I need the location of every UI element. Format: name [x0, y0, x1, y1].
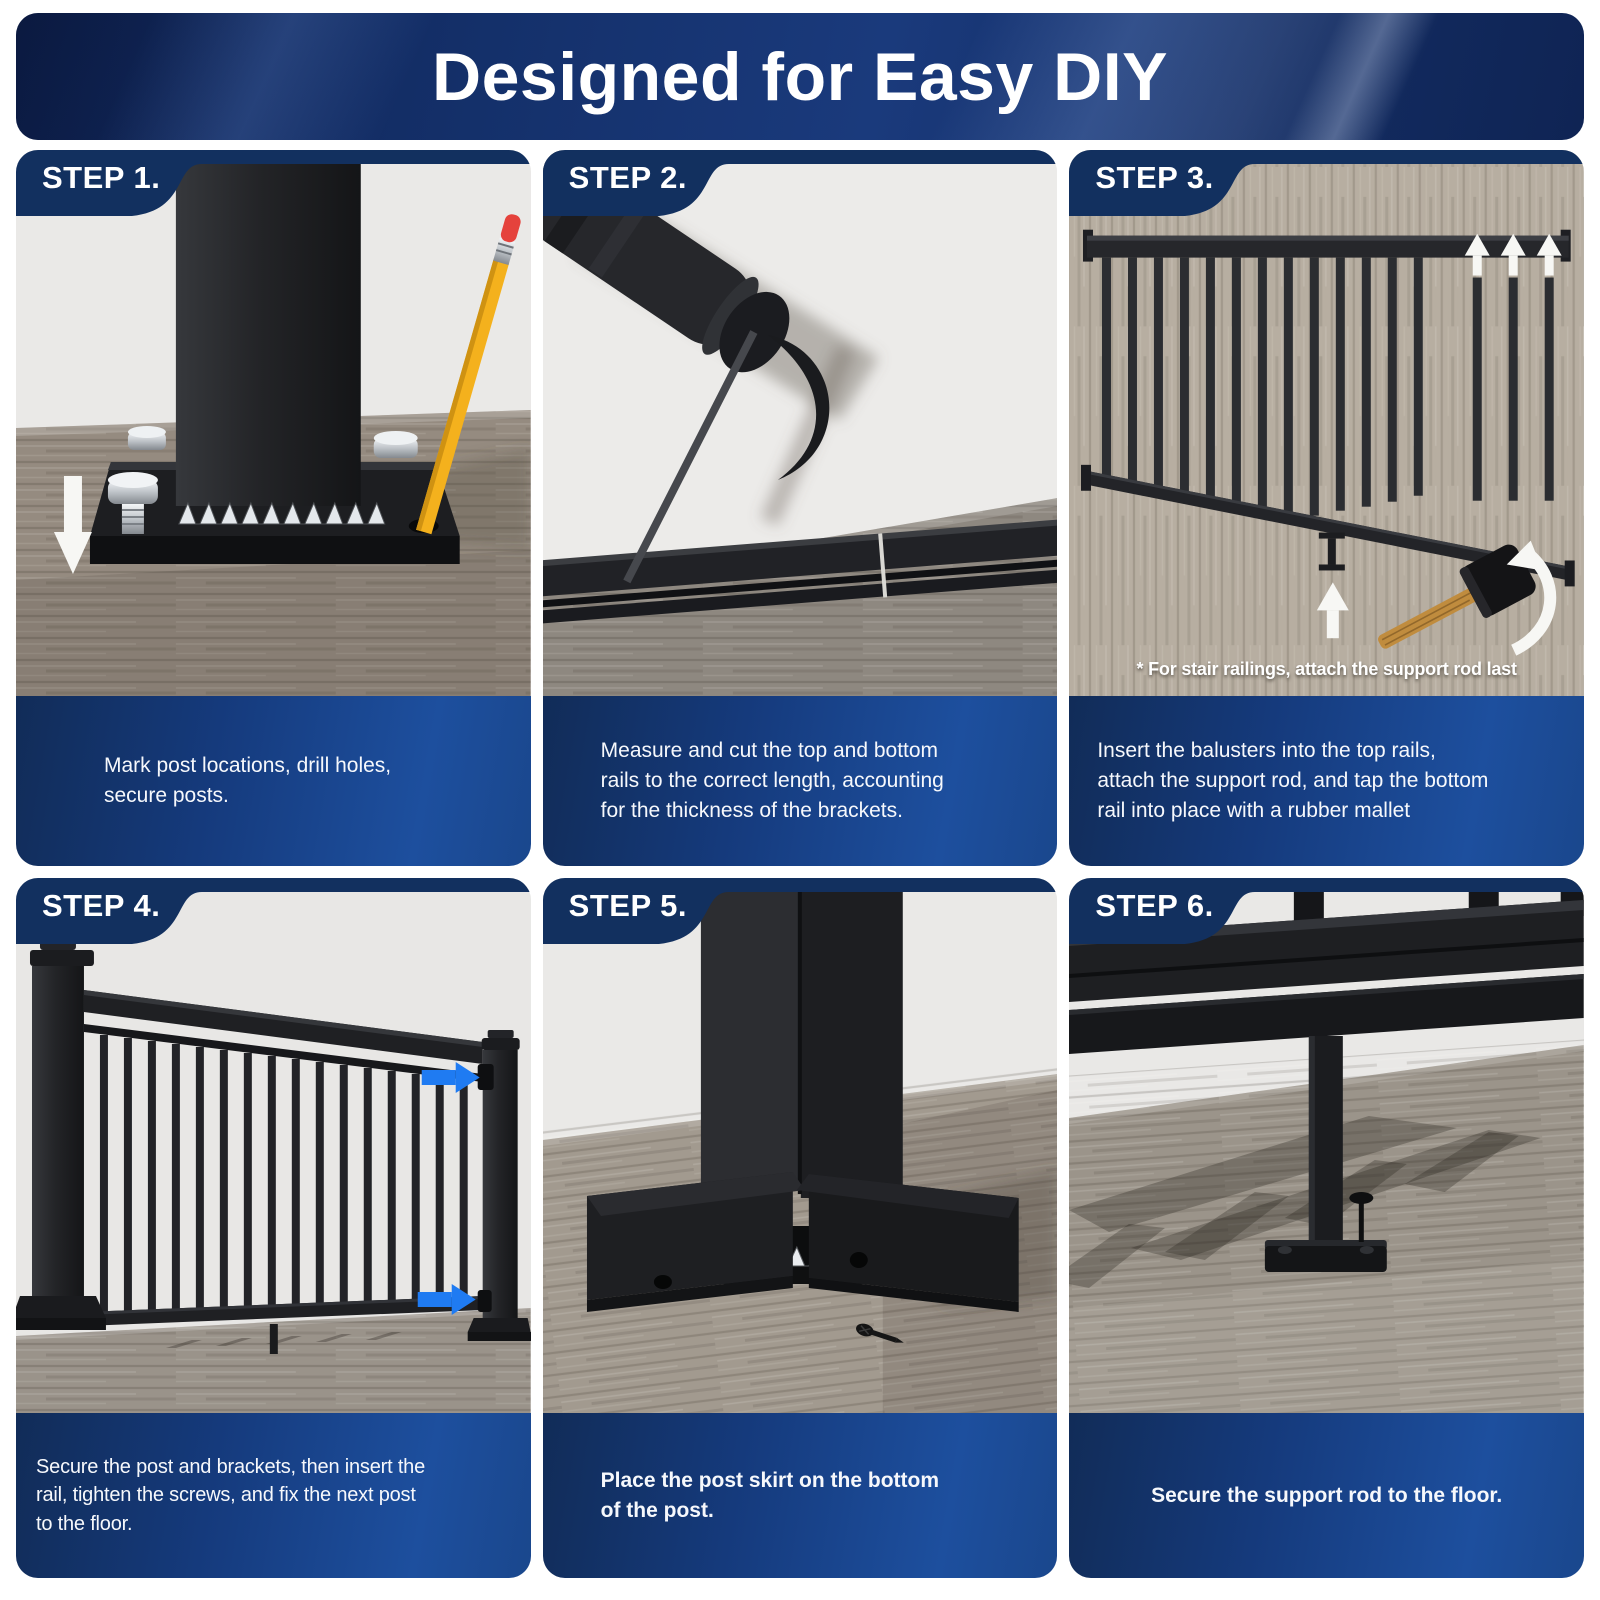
step2-caption-text: Measure and cut the top and bottom rails…	[600, 739, 944, 822]
step4-caption: Secure the post and brackets, then inser…	[16, 1413, 531, 1578]
screw	[855, 1323, 904, 1343]
rod-base-plate	[1265, 1240, 1388, 1272]
right-post	[467, 1030, 531, 1341]
step4-caption-text: Secure the post and brackets, then inser…	[36, 1455, 426, 1535]
step3-caption-text: Insert the balusters into the top rails,…	[1097, 739, 1489, 822]
support-rod	[1309, 1036, 1344, 1252]
post-skirt-left	[586, 1172, 805, 1312]
step1-caption-text: Mark post locations, drill holes, secure…	[104, 754, 392, 807]
screw	[1349, 1192, 1374, 1242]
step5-illustration	[542, 878, 1058, 1413]
step5-banner: STEP 5.	[542, 878, 1058, 944]
step4-banner: STEP 4.	[16, 878, 531, 944]
post-skirt-right	[796, 1174, 1019, 1312]
step3-caption: Insert the balusters into the top rails,…	[1069, 696, 1584, 866]
bottom-rail	[542, 518, 1058, 625]
balusters	[1102, 257, 1424, 521]
up-arrow-icon	[1317, 582, 1350, 639]
step1-illustration	[16, 150, 531, 696]
pencil	[416, 214, 521, 535]
step2-card: STEP 2. Measure and cut the top and bott…	[542, 150, 1058, 866]
step3-illustration: * For stair railings, attach the support…	[1069, 150, 1584, 696]
support-rod-part	[1319, 532, 1346, 571]
top-rail	[1083, 229, 1572, 262]
chrome-bolt	[107, 472, 158, 534]
deck-floor	[16, 1308, 531, 1413]
step-label: STEP 5.	[568, 888, 688, 923]
header-banner: Designed for Easy DIY	[16, 13, 1584, 140]
header-streak	[1232, 13, 1490, 140]
header-streak	[16, 13, 311, 140]
step-label: STEP 1.	[42, 160, 161, 195]
step5-caption: Place the post skirt on the bottom of th…	[542, 1413, 1058, 1578]
step4-card: STEP 4. Secure the post and brackets, th…	[16, 878, 531, 1578]
right-arrow-icon	[417, 1062, 480, 1315]
step6-banner: STEP 6.	[1069, 878, 1584, 944]
rail-bracket	[477, 1290, 492, 1312]
step1-caption: Mark post locations, drill holes, secure…	[16, 696, 531, 866]
step1-card: STEP 1. Mark post locations, drill holes…	[16, 150, 531, 866]
step4-illustration	[16, 878, 531, 1413]
step5-caption-text: Place the post skirt on the bottom of th…	[600, 1468, 940, 1522]
step1-banner: STEP 1.	[16, 150, 531, 216]
step6-caption: Secure the support rod to the floor.	[1069, 1413, 1584, 1578]
post	[700, 878, 903, 1198]
post	[175, 150, 361, 506]
step6-caption-text: Secure the support rod to the floor.	[1151, 1483, 1503, 1507]
chrome-bolt	[127, 426, 166, 450]
bottom-rail	[1081, 464, 1576, 587]
left-post	[16, 940, 106, 1330]
up-arrow-icon	[1465, 233, 1563, 276]
saw-blade	[622, 330, 758, 584]
page-title: Designed for Easy DIY	[431, 38, 1169, 115]
step-label: STEP 3.	[1095, 160, 1214, 195]
rail-bracket	[477, 1064, 494, 1090]
step-label: STEP 2.	[568, 160, 688, 195]
step2-banner: STEP 2.	[542, 150, 1058, 216]
balusters	[99, 1035, 468, 1323]
steps-grid: STEP 1. Mark post locations, drill holes…	[16, 150, 1584, 1578]
step5-card: STEP 5. Place the post skirt on the bott…	[542, 878, 1058, 1578]
header-streak	[59, 13, 473, 140]
mid-support-rod	[269, 1324, 278, 1354]
chrome-bolt	[373, 431, 418, 458]
step6-illustration	[1069, 878, 1584, 1413]
down-arrow-icon	[53, 476, 92, 574]
top-rail	[83, 990, 483, 1082]
step-label: STEP 4.	[42, 888, 161, 923]
step-label: STEP 6.	[1095, 888, 1214, 923]
curved-arrow-icon	[1507, 540, 1557, 656]
cut-slit	[877, 533, 887, 598]
bottom-rail	[83, 1296, 483, 1326]
blade-guard	[767, 335, 829, 480]
serrated-washer	[178, 501, 386, 525]
step3-note: * For stair railings, attach the support…	[1136, 659, 1517, 679]
loose-balusters	[1473, 277, 1555, 501]
step2-caption: Measure and cut the top and bottom rails…	[542, 696, 1058, 866]
step2-illustration	[542, 150, 1058, 696]
step3-banner: STEP 3.	[1069, 150, 1584, 216]
step6-card: STEP 6. Secure the support rod to the fl…	[1069, 878, 1584, 1578]
step3-card: * For stair railings, attach the support…	[1069, 150, 1584, 866]
